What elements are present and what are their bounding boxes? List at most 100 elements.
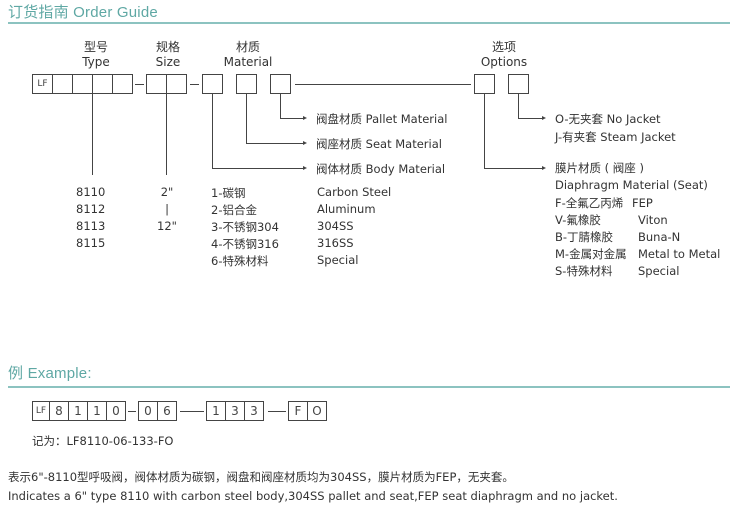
order-guide-divider xyxy=(8,22,730,24)
separator-dash xyxy=(190,84,199,85)
diaphragm-material-code: M-金属对金属 xyxy=(555,247,627,261)
diaphragm-leader-line xyxy=(484,168,543,169)
body-material-name: 304SS xyxy=(317,219,354,233)
example-box-type: 1 xyxy=(87,401,107,421)
diaphragm-material-names: FEP Viton Buna-N Metal to Metal Special xyxy=(632,195,720,280)
type-digit-box xyxy=(52,74,73,94)
diaphragm-material-name: Buna-N xyxy=(638,230,681,244)
arrow-icon xyxy=(303,166,307,170)
type-digit-box xyxy=(72,74,93,94)
body-material-code: 3-不锈钢304 xyxy=(211,220,279,234)
pallet-material-box xyxy=(270,74,291,94)
type-item: 8110 xyxy=(76,185,106,199)
material-header-en: Material xyxy=(223,55,273,69)
example-box-size: 0 xyxy=(138,401,158,421)
jacket-option-o: O-无夹套 No Jacket xyxy=(555,112,661,126)
seat-leader-line xyxy=(246,94,247,144)
example-box-type: 0 xyxy=(106,401,126,421)
material-header-cn: 材质 xyxy=(235,40,260,54)
jacket-option-box xyxy=(508,74,529,94)
type-digit-box xyxy=(92,74,113,94)
body-material-code: 1-碳钢 xyxy=(211,186,246,200)
type-header-en: Type xyxy=(82,55,110,69)
example-box-material: 3 xyxy=(225,401,245,421)
seat-material-label: 阀座材质 Seat Material xyxy=(316,137,442,151)
size-header-cn: 规格 xyxy=(155,40,180,54)
separator-dash xyxy=(180,411,204,412)
diaphragm-material-name: FEP xyxy=(632,196,653,210)
separator-dash xyxy=(135,84,144,85)
body-material-code: 6-特殊材料 xyxy=(211,254,269,268)
material-header: 材质 Material xyxy=(218,40,278,70)
type-leader-line xyxy=(92,94,93,175)
size-digit-box xyxy=(146,74,167,94)
body-material-label: 阀体材质 Body Material xyxy=(316,162,446,176)
example-description-cn: 表示6"-8110型呼吸阀，阀体材质为碳钢，阀盘和阀座材质均为304SS，膜片材… xyxy=(8,470,514,484)
body-material-box xyxy=(202,74,223,94)
example-box-type: 8 xyxy=(49,401,69,421)
diaphragm-material-name: Special xyxy=(638,264,680,278)
diaphragm-leader-line xyxy=(484,94,485,169)
size-max: 12" xyxy=(157,219,177,233)
body-leader-line xyxy=(212,94,213,169)
pallet-leader-line xyxy=(280,94,281,119)
type-item: 8113 xyxy=(76,219,106,233)
body-material-name: Special xyxy=(317,253,359,267)
type-list: 8110 8112 8113 8115 xyxy=(76,184,105,252)
order-guide-title: 订货指南 Order Guide xyxy=(8,4,158,21)
size-header-en: Size xyxy=(155,55,181,69)
example-box-material: 3 xyxy=(244,401,264,421)
separator-dash xyxy=(128,411,136,412)
size-leader-line xyxy=(166,94,167,175)
arrow-icon xyxy=(303,141,307,145)
example-box-type: 1 xyxy=(68,401,88,421)
diaphragm-material-codes: F-全氟乙丙烯 V-氟橡胶 B-丁腈橡胶 M-金属对金属 S-特殊材料 xyxy=(555,195,627,280)
example-title: 例 Example: xyxy=(8,365,92,382)
example-divider xyxy=(8,386,730,388)
diaphragm-material-label-cn: 膜片材质 ( 阀座 ) xyxy=(555,161,644,175)
arrow-icon xyxy=(542,166,546,170)
diaphragm-material-code: S-特殊材料 xyxy=(555,264,613,278)
type-digit-box xyxy=(112,74,133,94)
seat-material-box xyxy=(236,74,257,94)
connector-line xyxy=(295,84,471,85)
example-box-prefix: LF xyxy=(32,401,50,421)
jacket-leader-line xyxy=(518,118,543,119)
separator-dash xyxy=(268,411,286,412)
prefix-box: LF xyxy=(32,74,53,94)
jacket-option-j: J-有夹套 Steam Jacket xyxy=(555,130,676,144)
body-material-code: 2-铝合金 xyxy=(211,203,257,217)
pallet-leader-line xyxy=(280,118,304,119)
type-item: 8115 xyxy=(76,236,106,250)
body-material-name: Aluminum xyxy=(317,202,376,216)
diaphragm-material-name: Viton xyxy=(638,213,668,227)
example-box-option: F xyxy=(288,401,308,421)
body-material-code: 4-不锈钢316 xyxy=(211,237,279,251)
body-material-name: 316SS xyxy=(317,236,354,250)
recorded-as: 记为：LF8110-06-133-FO xyxy=(32,434,174,448)
type-header-cn: 型号 xyxy=(83,40,108,54)
arrow-icon xyxy=(303,116,307,120)
diaphragm-material-code: V-氟橡胶 xyxy=(555,213,601,227)
body-material-codes: 1-碳钢 2-铝合金 3-不锈钢304 4-不锈钢316 6-特殊材料 xyxy=(211,185,279,270)
size-header: 规格 Size xyxy=(146,40,190,70)
pallet-material-label: 阀盘材质 Pallet Material xyxy=(316,112,448,126)
jacket-leader-line xyxy=(518,94,519,119)
example-description-en: Indicates a 6" type 8110 with carbon ste… xyxy=(8,489,618,503)
diaphragm-option-box xyxy=(474,74,495,94)
diaphragm-material-code: F-全氟乙丙烯 xyxy=(555,196,624,210)
size-range-separator: | xyxy=(165,202,169,216)
type-header: 型号 Type xyxy=(74,40,118,70)
options-header-cn: 选项 xyxy=(491,40,516,54)
size-digit-box xyxy=(166,74,187,94)
type-item: 8112 xyxy=(76,202,106,216)
example-box-size: 6 xyxy=(157,401,177,421)
diaphragm-material-code: B-丁腈橡胶 xyxy=(555,230,614,244)
body-leader-line xyxy=(212,168,304,169)
arrow-icon xyxy=(542,116,546,120)
size-range: 2" | 12" xyxy=(152,184,182,235)
example-box-material: 1 xyxy=(206,401,226,421)
body-material-name: Carbon Steel xyxy=(317,185,392,199)
prefix-box-label: LF xyxy=(37,79,48,89)
options-header: 选项 Options xyxy=(476,40,532,70)
